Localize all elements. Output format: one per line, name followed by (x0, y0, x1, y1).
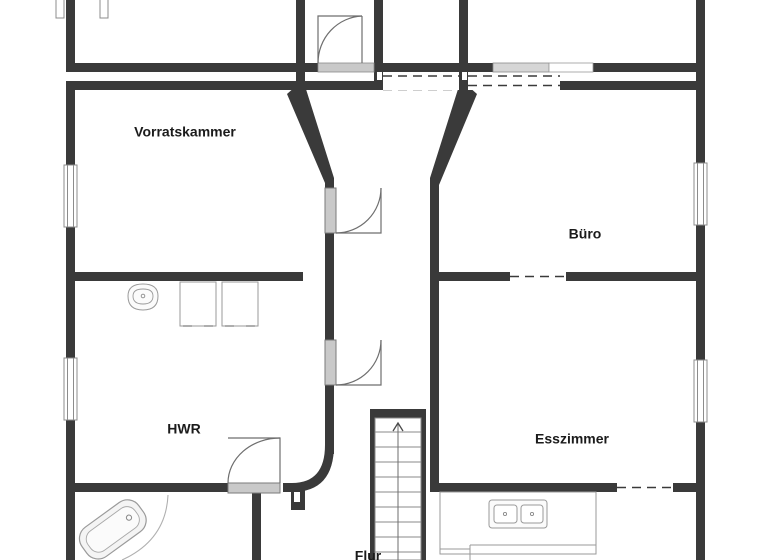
door-swing-curve (335, 339, 382, 386)
room-label-esszimmer: Esszimmer (535, 431, 609, 447)
wall-top-stub-left (66, 0, 75, 72)
opening-top-band-left (317, 62, 375, 73)
band-connector-void-b (462, 72, 467, 80)
wash-basin-icon (127, 283, 159, 311)
opening-buero-esszimmer (510, 272, 566, 281)
wall-stair-top (370, 409, 426, 418)
room-label-buero: Büro (569, 226, 602, 242)
door-flur-mid[interactable] (324, 339, 382, 386)
fixtures-group (78, 281, 597, 560)
door-swing-arc (336, 188, 382, 234)
wall-hall-bottom-stub (252, 492, 261, 560)
wall-angled-right (430, 86, 477, 196)
door-swing-arc (228, 437, 281, 483)
wall-rounded-corner (292, 445, 334, 492)
door-leaf (324, 339, 337, 386)
door-swing-curve (317, 15, 363, 64)
opening-top-band-mid (492, 62, 550, 73)
wall-hwr-south (66, 483, 228, 492)
room-labels-group: Vorratskammer Büro HWR Esszimmer Flur (134, 124, 609, 560)
bathtub-swing-arc (121, 494, 169, 560)
window-left-upper (63, 164, 78, 228)
dryer-icon (221, 281, 259, 327)
window-top-mid (99, 0, 109, 19)
window-left-lower (63, 357, 78, 421)
door-hwr-corridor[interactable] (227, 437, 281, 494)
wall-esszimmer-south (430, 483, 705, 492)
wall-vorratskammer-hwr (66, 272, 303, 281)
window-right-upper (693, 162, 708, 226)
wall-hall-left-lower (325, 382, 334, 454)
door-entry-top[interactable] (317, 15, 363, 64)
room-label-hwr: HWR (167, 421, 200, 437)
window-top-left (55, 0, 65, 19)
openings-group (317, 62, 673, 492)
door-vorratskammer-flur[interactable] (324, 187, 382, 234)
wall-angled-left (287, 86, 334, 192)
wall-top-stub-right (459, 0, 468, 72)
door-leaf (324, 187, 337, 234)
double-basin-sink-icon (488, 499, 548, 529)
windows-group (55, 0, 708, 423)
wall-hall-left-mid (325, 272, 334, 346)
wall-top-band-outer (66, 63, 705, 72)
bathtub-icon (78, 499, 147, 560)
band-connector-void-a (377, 72, 382, 80)
wall-band-connector-c (296, 63, 305, 90)
wall-buero-esszimmer (430, 272, 705, 281)
wall-stair-left (370, 409, 375, 560)
wall-pillar-notch (294, 492, 300, 502)
wall-band-connector-d (696, 63, 705, 90)
stair-up-arrow-icon (392, 421, 404, 432)
door-swing-curve (227, 437, 281, 484)
washing-machine-icon (179, 281, 217, 327)
wall-top-stub-far (696, 0, 705, 72)
door-swing-arc (317, 15, 362, 63)
kitchen-counter (439, 491, 597, 560)
window-right-lower (693, 359, 708, 423)
door-leaf (227, 482, 281, 494)
wall-top-stub-center (374, 0, 383, 72)
wall-stair-right (421, 409, 426, 560)
opening-esszimmer-kitchen (617, 483, 673, 492)
wall-exterior-left (66, 81, 75, 560)
room-label-vorratskammer: Vorratskammer (134, 124, 236, 140)
opening-band-gap-a (383, 81, 459, 90)
wall-top-stub-mid (296, 0, 305, 72)
doors-group (227, 15, 382, 494)
opening-top-band-mid2 (548, 62, 594, 73)
door-swing-curve (335, 187, 382, 234)
door-swing-arc (336, 340, 382, 386)
wall-hall-right-upper (430, 186, 439, 276)
wall-exterior-right (696, 81, 705, 560)
room-label-flur: Flur (355, 548, 382, 560)
wall-hall-right-mid (430, 272, 439, 490)
staircase[interactable] (374, 417, 422, 560)
